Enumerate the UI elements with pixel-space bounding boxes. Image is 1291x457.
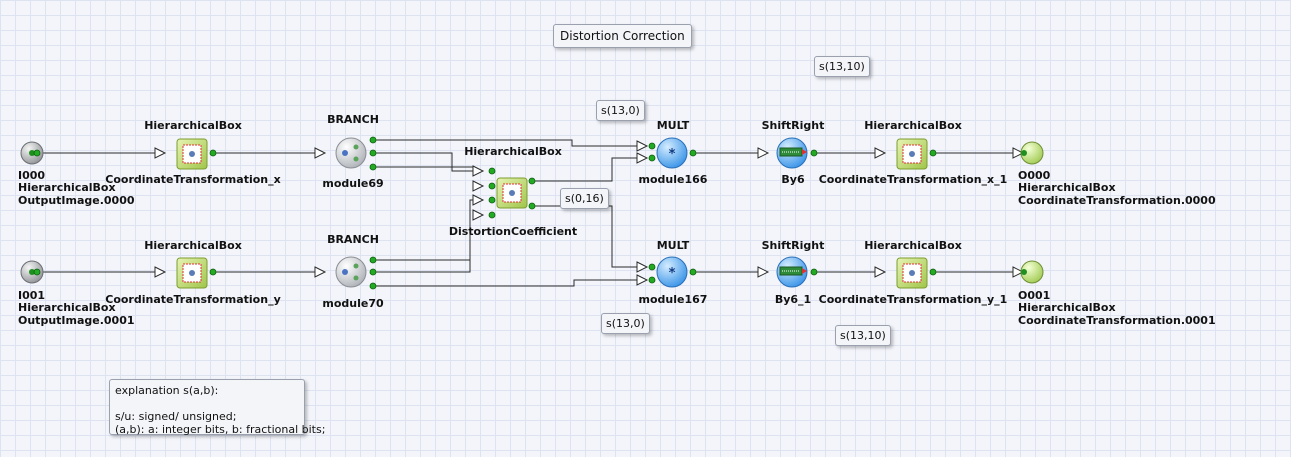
output-o001-name: CoordinateTransformation.0001 — [1018, 314, 1216, 327]
ct-x-name-label: CoordinateTransformation_x — [105, 173, 281, 186]
sr6-type-label: ShiftRight — [761, 119, 825, 132]
hbox-ct-y-1[interactable] — [896, 257, 928, 289]
hbox-ct-x[interactable] — [176, 138, 208, 170]
svg-text:*: * — [669, 147, 676, 162]
explanation-line-4: (a,b): a: integer bits, b: fractional bi… — [115, 423, 326, 436]
ct-x-type-label: HierarchicalBox — [144, 119, 242, 132]
input-i000-id: I000 — [18, 169, 46, 182]
ct-y-name-label: CoordinateTransformation_y — [105, 293, 281, 306]
br69-name-label: module69 — [322, 177, 384, 190]
ct-y-type-label: HierarchicalBox — [144, 239, 242, 252]
input-i001-name: OutputImage.0001 — [18, 314, 135, 327]
output-ports — [33, 136, 937, 290]
explanation-line-3: s/u: signed/ unsigned; — [115, 410, 237, 423]
mult-module167[interactable]: * — [656, 256, 688, 288]
m166-name-label: module166 — [638, 173, 708, 186]
dc-type-label: HierarchicalBox — [464, 145, 562, 158]
explanation-line-2 — [115, 397, 299, 410]
ct-x1-type-label: HierarchicalBox — [864, 119, 962, 132]
input-terminal-i000[interactable] — [20, 141, 44, 165]
branch-module70[interactable] — [335, 256, 367, 288]
input-i001-type: HierarchicalBox — [18, 301, 116, 314]
sr6-1-name-label: By6_1 — [774, 293, 812, 306]
input-i000-type: HierarchicalBox — [18, 181, 116, 194]
shiftright-by6-1[interactable] — [776, 256, 808, 288]
ct-y1-name-label: CoordinateTransformation_y_1 — [818, 293, 1008, 306]
branch-module69[interactable] — [335, 137, 367, 169]
sr6-name-label: By6 — [781, 173, 805, 186]
input-i000-name: OutputImage.0000 — [18, 194, 135, 207]
m167-name-label: module167 — [638, 293, 708, 306]
ct-y1-type-label: HierarchicalBox — [864, 239, 962, 252]
connection-wires — [37, 139, 1013, 287]
hbox-ct-x-1[interactable] — [896, 138, 928, 170]
sr6-1-type-label: ShiftRight — [761, 239, 825, 252]
input-arrows — [154, 140, 1025, 286]
annotation-s-13-0-top[interactable]: s(13,0) — [596, 100, 645, 121]
annotation-s-0-16[interactable]: s(0,16) — [560, 188, 609, 209]
input-terminal-i001[interactable] — [20, 260, 44, 284]
br69-type-label: BRANCH — [327, 113, 379, 126]
output-o000-id: O000 — [1018, 169, 1051, 182]
shiftright-by6[interactable] — [776, 137, 808, 169]
explanation-note[interactable]: explanation s(a,b): s/u: signed/ unsigned… — [109, 379, 326, 436]
output-o001-id: O001 — [1018, 289, 1051, 302]
hbox-ct-y[interactable] — [176, 257, 208, 289]
br70-name-label: module70 — [322, 297, 384, 310]
m167-type-label: MULT — [656, 239, 690, 252]
diagram-title: Distortion Correction — [553, 24, 692, 48]
ct-x1-name-label: CoordinateTransformation_x_1 — [818, 173, 1008, 186]
annotation-s-13-0-bottom[interactable]: s(13,0) — [601, 313, 650, 334]
output-terminal-o001[interactable] — [1020, 260, 1044, 284]
output-terminal-o000[interactable] — [1020, 141, 1044, 165]
svg-text:*: * — [669, 266, 676, 281]
m166-type-label: MULT — [656, 119, 690, 132]
output-o000-name: CoordinateTransformation.0000 — [1018, 194, 1216, 207]
output-o000-type: HierarchicalBox — [1018, 181, 1116, 194]
input-i001-id: I001 — [18, 289, 46, 302]
br70-type-label: BRANCH — [327, 233, 379, 246]
explanation-line-1: explanation s(a,b): — [115, 384, 219, 397]
output-o001-type: HierarchicalBox — [1018, 301, 1116, 314]
mult-module166[interactable]: * — [656, 137, 688, 169]
dc-name-label: DistortionCoefficient — [448, 225, 578, 238]
hbox-distortion-coefficient[interactable] — [496, 177, 528, 209]
annotation-s-13-10-top[interactable]: s(13,10) — [814, 56, 870, 77]
annotation-s-13-10-bottom[interactable]: s(13,10) — [835, 325, 891, 346]
